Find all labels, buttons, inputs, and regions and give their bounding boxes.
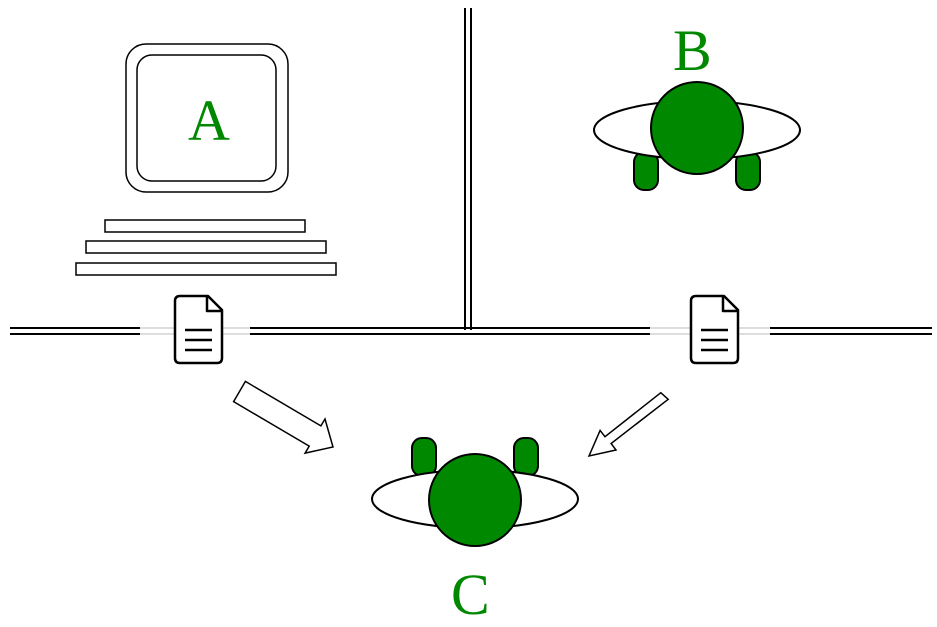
label-b: B <box>673 18 712 83</box>
document-icon <box>689 294 740 365</box>
diagram-canvas <box>10 8 932 547</box>
arrow-icon <box>232 380 334 455</box>
arrow-icon <box>587 391 670 458</box>
label-a: A <box>188 88 230 153</box>
person-b-icon <box>593 81 801 191</box>
horizontal-wall <box>10 327 932 335</box>
vertical-wall <box>464 8 472 330</box>
label-c: C <box>451 562 490 627</box>
computer-monitor-icon <box>125 43 289 193</box>
document-icon <box>173 294 224 365</box>
person-c-icon <box>371 437 579 547</box>
keyboard-icon <box>75 219 337 276</box>
